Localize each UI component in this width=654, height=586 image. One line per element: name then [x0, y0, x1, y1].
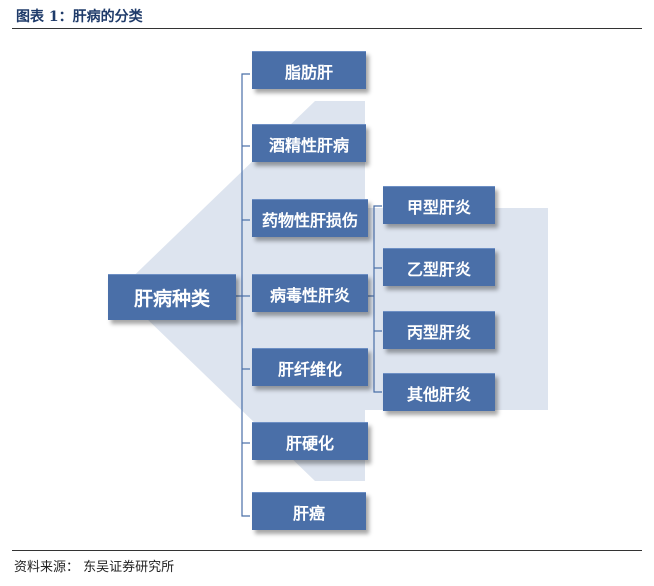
hepatitis-c: 丙型肝炎 [383, 311, 495, 349]
sub-bracket [373, 205, 382, 393]
hepatitis-a: 甲型肝炎 [383, 186, 495, 224]
category-drug-induced-liver-injury: 药物性肝损伤 [252, 199, 368, 237]
category-liver-fibrosis: 肝纤维化 [252, 348, 368, 386]
figure-caption: 图表 1：肝病的分类 [16, 9, 143, 25]
category-fatty-liver: 脂肪肝 [252, 51, 366, 89]
main-bracket [241, 73, 250, 517]
category-alcoholic-liver-disease: 酒精性肝病 [252, 124, 366, 162]
source-note: 资料来源： 东吴证券研究所 [14, 560, 175, 575]
root-box: 肝病种类 [108, 274, 236, 320]
hepatitis-b: 乙型肝炎 [383, 248, 495, 286]
top-rule [12, 28, 642, 29]
bottom-rule [12, 550, 642, 551]
hepatitis-other: 其他肝炎 [383, 373, 495, 411]
category-cirrhosis: 肝硬化 [252, 422, 368, 460]
category-liver-cancer: 肝癌 [252, 492, 366, 530]
category-viral-hepatitis: 病毒性肝炎 [252, 274, 368, 312]
